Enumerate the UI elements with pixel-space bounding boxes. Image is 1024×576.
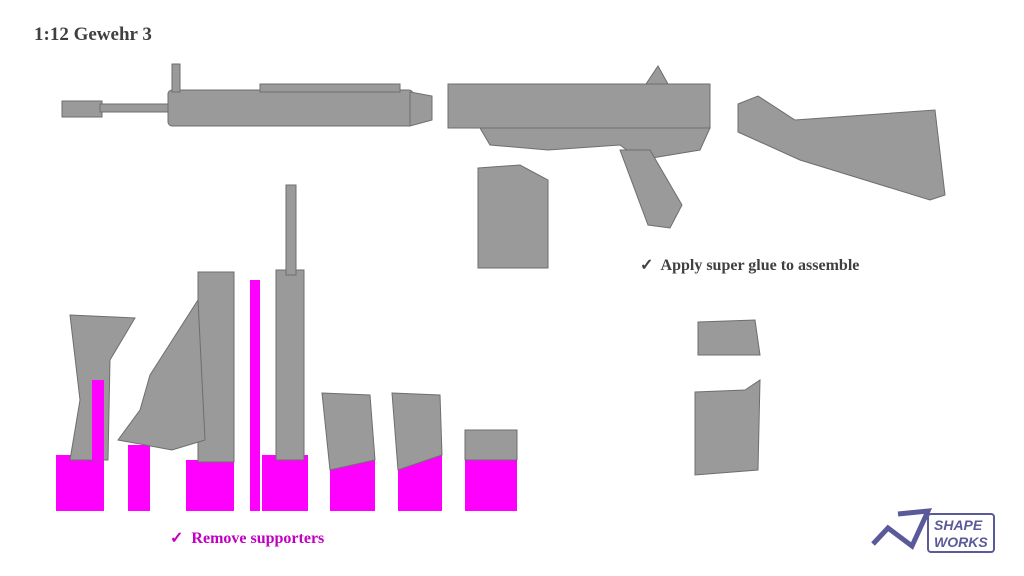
shapeworks-logo: SHAPE WORKS <box>871 508 995 553</box>
assembled-reference-parts <box>694 319 761 476</box>
magazine-part <box>477 164 549 269</box>
assembly-note: ✓ Apply super glue to assemble <box>640 257 860 274</box>
printed-parts-with-supports <box>56 184 518 511</box>
svg-text:WORKS: WORKS <box>934 534 988 550</box>
receiver-part <box>447 65 711 229</box>
barrel-handguard-part <box>61 63 433 127</box>
stock-part <box>737 95 946 201</box>
supports-note: ✓ Remove supporters <box>170 530 325 547</box>
slide-title: 1:12 Gewehr 3 <box>34 24 152 45</box>
svg-text:SHAPE: SHAPE <box>934 517 983 533</box>
